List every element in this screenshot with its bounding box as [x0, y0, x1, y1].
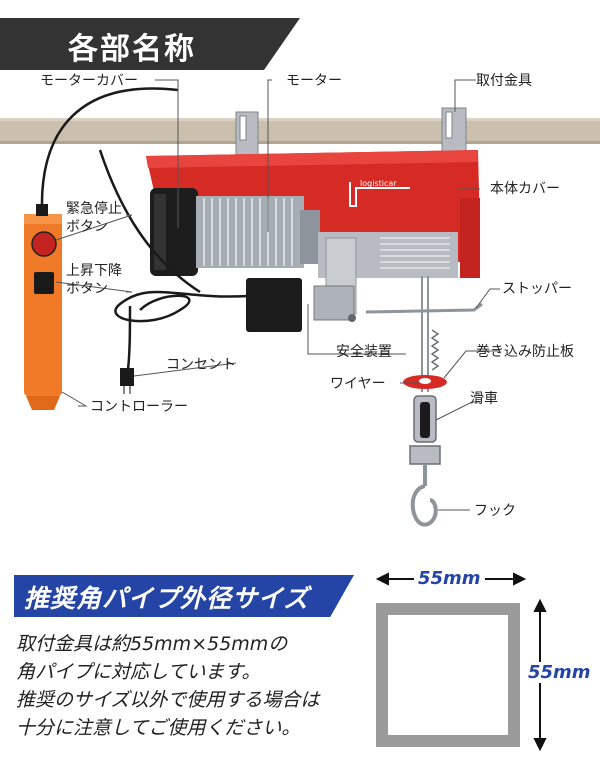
label-emergency-stop-line2: ボタン [66, 219, 108, 236]
leader-stopper [475, 288, 500, 309]
pipe-section-title: 推奨角パイプ外径サイズ [24, 584, 310, 613]
mount-bracket-right [441, 107, 467, 157]
leader-safety [307, 304, 406, 355]
leader-motor-cover [155, 79, 179, 228]
leader-outlet [133, 362, 237, 377]
label-controller: コントローラー [90, 399, 188, 415]
leader-controller [61, 391, 88, 407]
label-body-cover: 本体カバー [490, 181, 560, 197]
pipe-section-title-bar: 推奨角パイプ外径サイズ [14, 575, 354, 617]
leader-motor [267, 79, 272, 232]
label-updown: 上昇下降 ボタン [66, 262, 122, 298]
leader-pulley [435, 401, 480, 421]
label-outlet: コンセント [166, 357, 236, 373]
leader-anti-wind [443, 350, 500, 379]
anti-wind-plate [403, 375, 447, 389]
label-hook: フック [474, 503, 516, 519]
label-anti-wind: 巻き込み防止板 [476, 344, 574, 360]
label-updown-line2: ボタン [66, 281, 108, 298]
pipe-cross-section [375, 572, 547, 752]
label-stopper: ストッパー [502, 281, 572, 297]
brand-logo-text: logisticar [360, 179, 397, 188]
label-pulley: 滑車 [470, 391, 498, 407]
leader-updown [55, 281, 133, 293]
page-title: 各部名称 [68, 32, 196, 67]
pipe-description-line: 角パイプに対応しています。 [16, 661, 261, 683]
spring [430, 329, 440, 371]
pipe-description: 取付金具は約55mm×55mmの 角パイプに対応しています。 推奨のサイズ以外で… [16, 630, 366, 742]
mount-bracket-left [235, 111, 259, 157]
label-wire: ワイヤー [330, 376, 386, 392]
section-title-bar: 各部名称 [0, 18, 300, 70]
label-updown-line1: 上昇下降 [66, 263, 122, 279]
pipe-beam [0, 118, 600, 144]
pipe-description-line: 取付金具は約55mm×55mmの [16, 633, 288, 655]
emergency-stop-button [31, 231, 57, 257]
body-cover [146, 150, 480, 262]
label-safety: 安全装置 [336, 344, 392, 360]
label-emergency-stop-line1: 緊急停止 [66, 201, 122, 217]
pipe-description-line: 十分に注意してご使用ください。 [16, 717, 301, 739]
pulley [409, 395, 441, 465]
label-motor: モーター [286, 73, 342, 89]
switch-box [246, 278, 302, 332]
label-mount: 取付金具 [476, 73, 532, 89]
pipe-height-label: 55mm [528, 662, 591, 683]
power-cable [40, 87, 249, 371]
pipe-description-line: 推奨のサイズ以外で使用する場合は [16, 689, 320, 711]
brand-logo: logisticar [349, 179, 410, 207]
pipe-width-label: 55mm [414, 568, 485, 589]
hoist-diagram: logisticar [0, 79, 600, 527]
hook-graphic [410, 464, 438, 527]
controller [24, 204, 62, 410]
motor [196, 196, 320, 268]
stopper-bar [365, 302, 483, 314]
up-down-button [34, 272, 54, 294]
wire-drum [318, 232, 458, 315]
label-emergency-stop: 緊急停止 ボタン [66, 200, 122, 236]
leader-mount [454, 79, 476, 112]
safety-device [313, 285, 356, 322]
label-motor-cover: モーターカバー [40, 73, 138, 89]
power-plug [120, 368, 134, 394]
leader-emergency [55, 214, 133, 241]
